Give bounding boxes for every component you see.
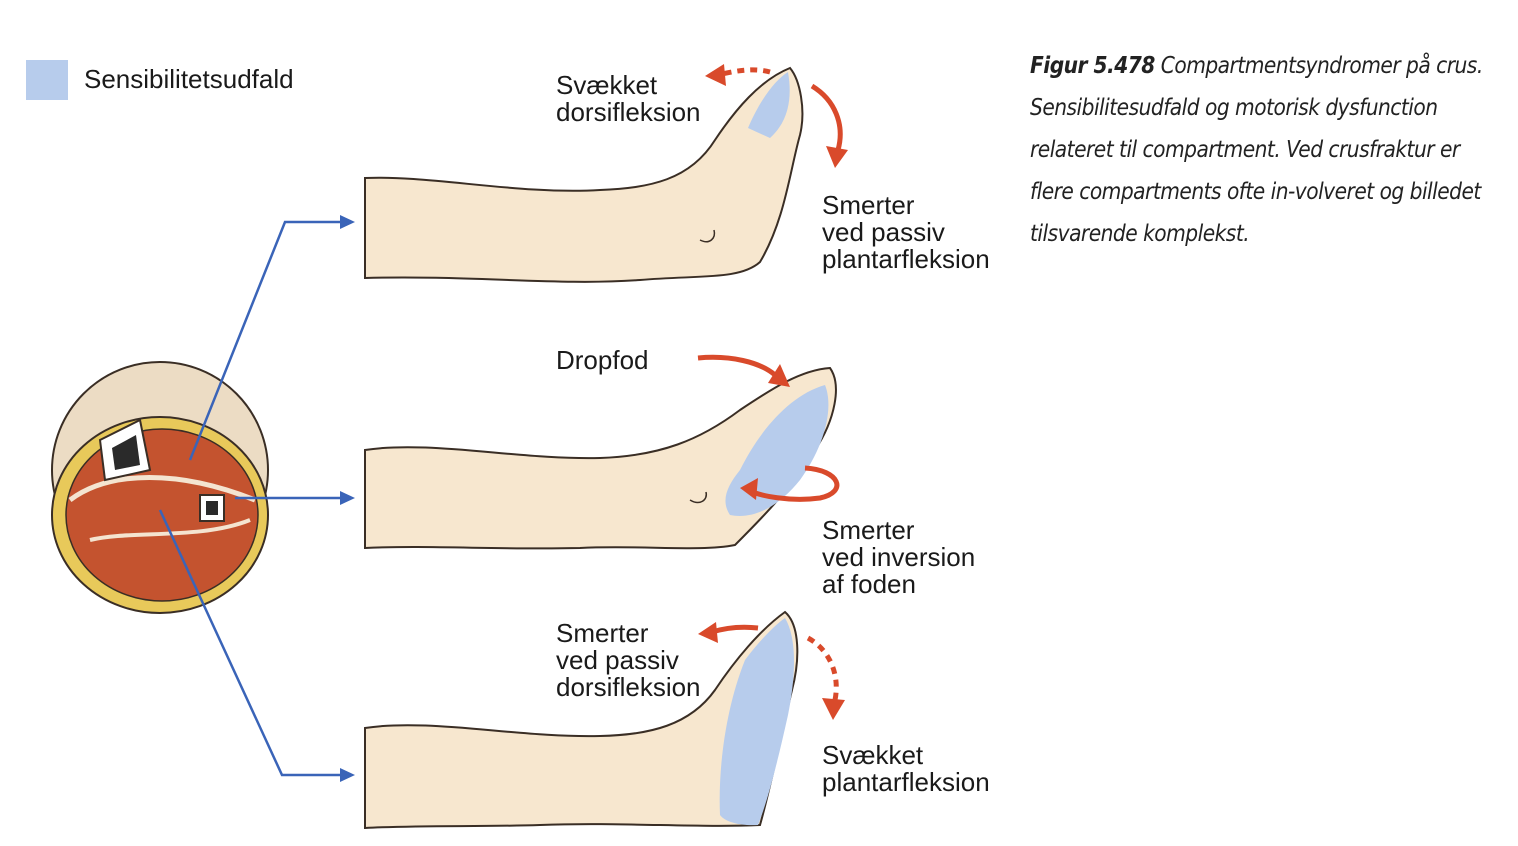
- leg-bottom: [364, 610, 799, 830]
- label-top-right: Smerter ved passiv plantarfleksion: [822, 190, 990, 274]
- arrowhead-bottom: [340, 768, 355, 782]
- figure-caption: Figur 5.478 Compartmentsyndromer på crus…: [1030, 44, 1500, 254]
- label-mid-left: Dropfod: [556, 345, 649, 375]
- cross-section: [51, 361, 269, 614]
- label-bot-left: Smerter ved passiv dorsifleksion: [556, 618, 701, 702]
- caption-text: Compartmentsyndromer på crus. Sensibilit…: [1030, 51, 1483, 247]
- connector-arrows: [158, 220, 345, 777]
- label-bot-right: Svækket plantarfleksion: [822, 740, 990, 797]
- arrowhead-top: [340, 215, 355, 229]
- label-top-left: Svækket dorsifleksion: [556, 70, 701, 127]
- sensory-area-top: [748, 72, 790, 138]
- legend-swatch: [26, 60, 68, 100]
- arrowhead-middle: [340, 491, 355, 505]
- leg-top: [364, 66, 804, 283]
- motion-arrows: [697, 67, 843, 701]
- figure-number: Figur 5.478: [1030, 51, 1155, 79]
- sensory-area-bottom: [719, 618, 794, 826]
- label-mid-right: Smerter ved inversion af foden: [822, 515, 976, 599]
- leg-middle: [364, 366, 837, 550]
- legend-label: Sensibilitetsudfald: [84, 64, 294, 94]
